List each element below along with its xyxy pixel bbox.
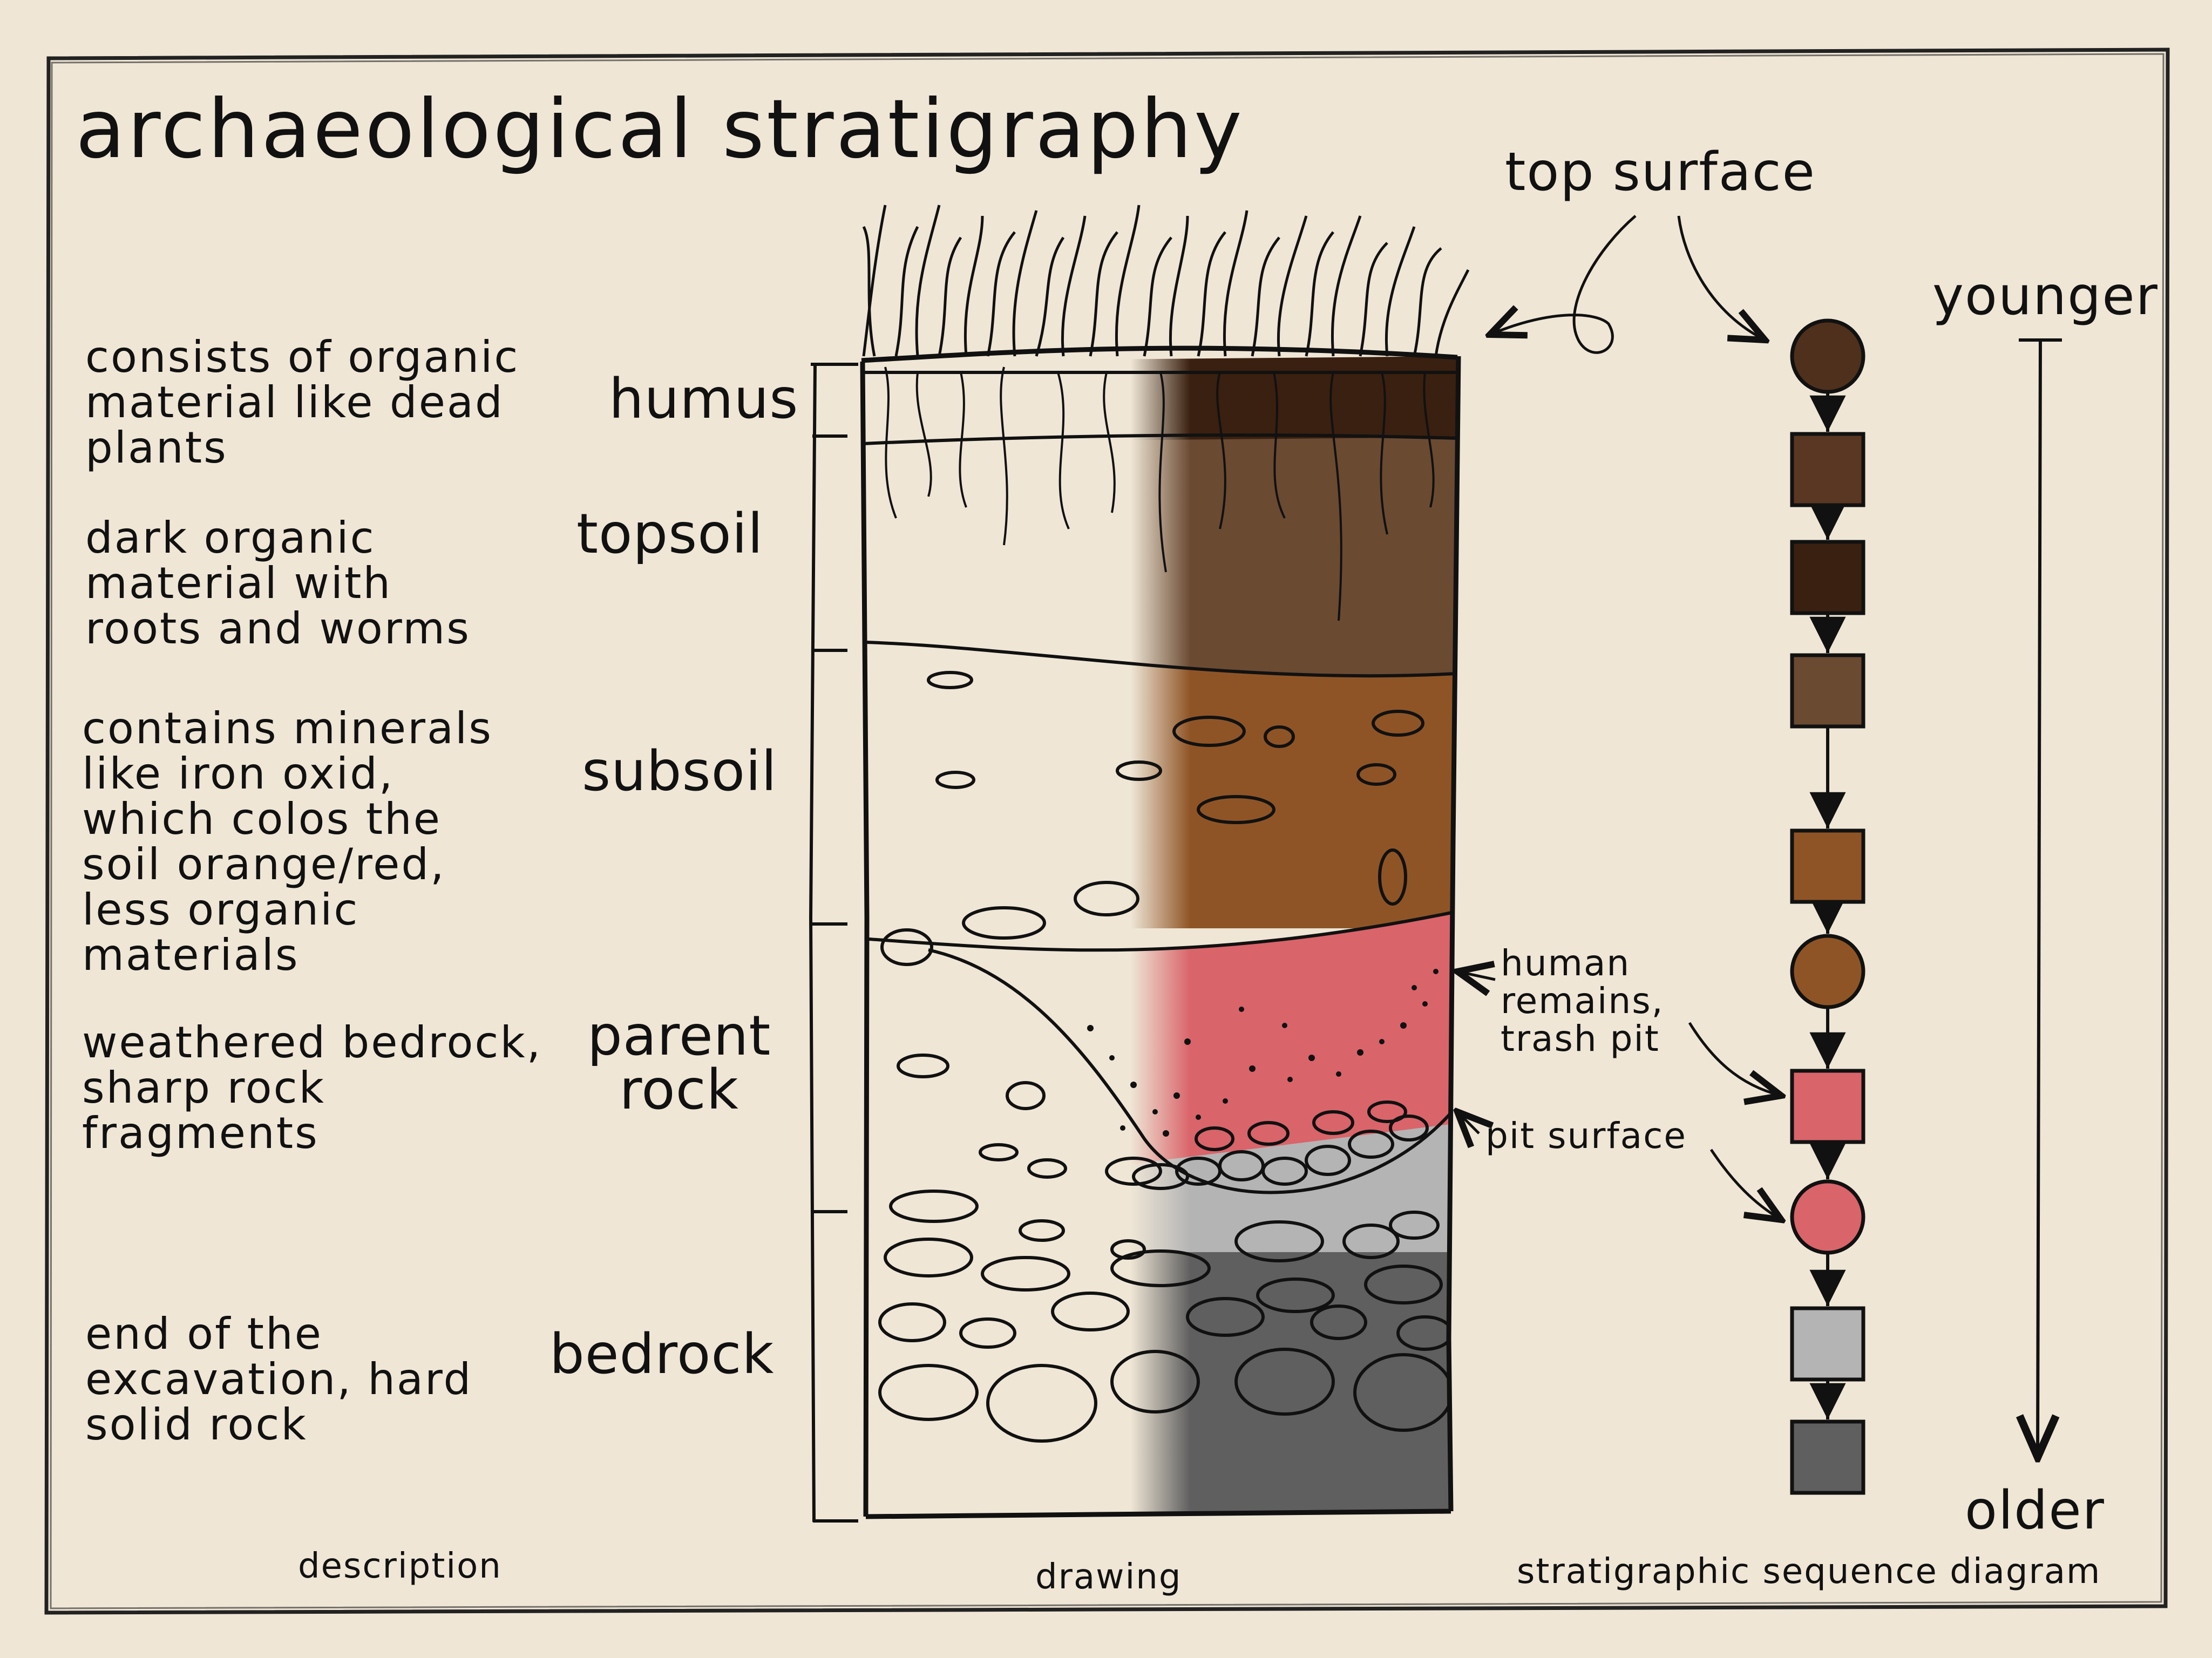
caption-drawing: drawing <box>1035 1557 1182 1597</box>
sequence-node-1 <box>1790 318 1865 394</box>
description-parent-rock: weathered bedrock, sharp rock fragments <box>82 1017 542 1158</box>
page-title: archaeological stratigraphy <box>76 83 1244 176</box>
sequence-node-9 <box>1790 1306 1865 1382</box>
sequence-diagram <box>1790 318 1865 1495</box>
layer-label-topsoil: topsoil <box>576 502 764 566</box>
pit-surface-arrow-right <box>1709 1149 1781 1220</box>
layer-label-subsoil: subsoil <box>582 739 777 804</box>
sequence-node-4 <box>1790 653 1865 729</box>
sequence-node-3 <box>1790 540 1865 615</box>
depth-scale <box>809 363 858 1523</box>
topsoil-layer <box>863 437 1458 685</box>
sequence-node-7 <box>1790 1069 1865 1144</box>
subsoil-bottom-boundary <box>868 910 1455 952</box>
grass <box>862 205 1470 357</box>
human-remains-arrow-right <box>1688 1022 1781 1096</box>
sequence-node-2 <box>1790 432 1865 507</box>
axis-older-label: older <box>1965 1480 2105 1541</box>
axis-younger-label: younger <box>1932 266 2159 327</box>
sequence-node-10 <box>1790 1419 1865 1495</box>
pit-surface-arrow-left <box>1457 1112 1479 1133</box>
bedrock-layer <box>863 1252 1458 1517</box>
human-remains-label: human remains, trash pit <box>1501 942 1664 1059</box>
pit-surface-label: pit surface <box>1485 1115 1687 1157</box>
sequence-node-6 <box>1790 934 1865 1009</box>
age-axis <box>2019 338 2062 1457</box>
page-frame <box>44 47 2170 1615</box>
layer-label-bedrock: bedrock <box>549 1322 775 1387</box>
description-humus: consists of organic material like dead p… <box>85 332 520 473</box>
topsoil-boundary <box>863 433 1458 445</box>
top-surface-arrow-left <box>1490 215 1637 354</box>
caption-sequence: stratigraphic sequence diagram <box>1517 1552 2101 1592</box>
pit-boundary <box>928 948 1454 1194</box>
subsoil-layer <box>863 642 1458 928</box>
sequence-node-8 <box>1790 1179 1865 1255</box>
layer-label-humus: humus <box>609 367 799 431</box>
subsoil-boundary <box>865 641 1457 678</box>
top-surface-arrow-right <box>1677 215 1765 340</box>
top-surface-label: top surface <box>1505 141 1816 203</box>
description-subsoil: contains minerals like iron oxid, which … <box>82 703 493 980</box>
description-topsoil: dark organic material with roots and wor… <box>85 513 471 654</box>
caption-description: description <box>298 1546 502 1586</box>
humus-layer <box>863 356 1458 448</box>
column-outline <box>860 345 1461 1519</box>
human-remains-arrow-left <box>1457 971 1496 980</box>
description-bedrock: end of the excavation, hard solid rock <box>85 1309 473 1450</box>
soil-column <box>863 356 1458 1517</box>
sequence-node-5 <box>1790 828 1865 904</box>
layer-label-parent-rock: parent rock <box>587 1004 771 1122</box>
